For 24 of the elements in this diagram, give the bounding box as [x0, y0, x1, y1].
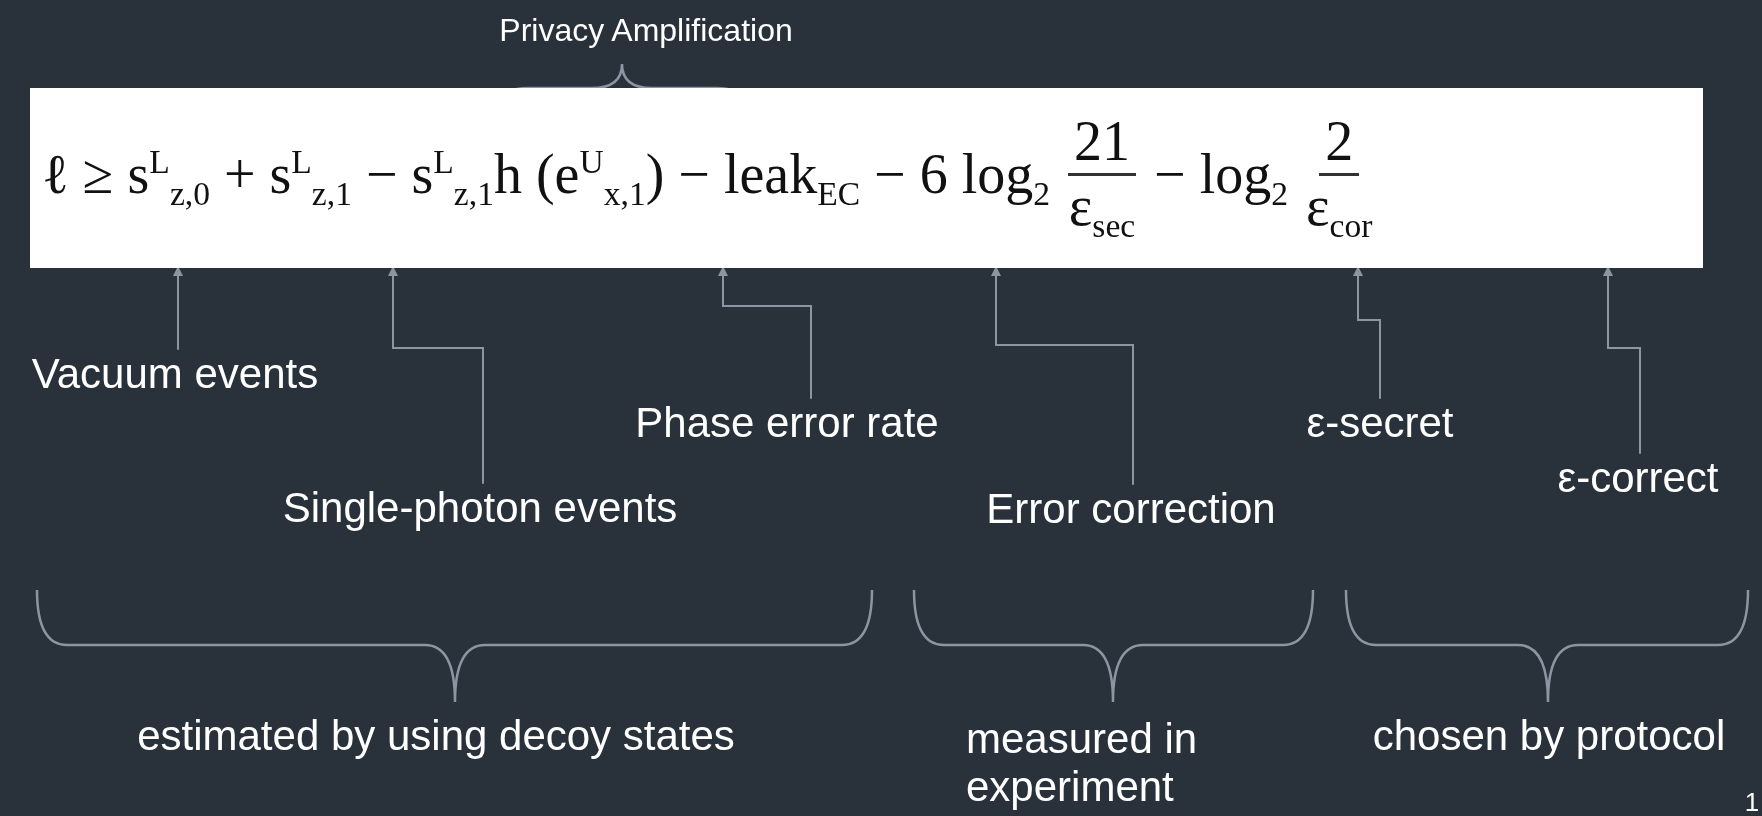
annotation-text: ε-secret [1306, 398, 1454, 448]
leader-line [991, 266, 1134, 486]
leader-line [1353, 266, 1381, 400]
group-caption: chosen by protocol [1372, 711, 1726, 761]
annotation-text: Vacuum events [31, 349, 319, 399]
annotation-text: ε-correct [1557, 453, 1719, 503]
group-caption: measured in experiment [966, 714, 1199, 812]
formula-band [30, 88, 1703, 268]
fraction-denominator: ε$_{sec}$ [1068, 175, 1136, 245]
leader-line [388, 266, 484, 485]
fraction-numerator: 2 [1319, 111, 1360, 176]
fraction-numerator: 21 [1068, 111, 1137, 176]
annotation-text: Phase error rate [635, 398, 939, 448]
annotation-text: Single-photon events [282, 483, 678, 533]
formula-text: − log$_{2}$ [1154, 142, 1288, 214]
formula-text: ℓ ≥ s$^{L}$$_{z,0}$ + s$^{L}$$_{z,1}$ − s$^{L}$$_{z,1}$h (e$^{U}$$_{x,1}$) − leak$_{EC}$ − 6 log$_{2}$ [42, 142, 1051, 214]
brace-caption: Privacy Amplification [499, 11, 793, 49]
page-number: 1 [1744, 788, 1760, 816]
leader-line [1603, 266, 1641, 455]
fraction-denominator: ε$_{cor}$ [1306, 175, 1373, 245]
leader-line [173, 266, 183, 351]
annotation-text: Error correction [986, 484, 1276, 534]
group-caption: estimated by using decoy states [137, 711, 735, 761]
leader-line [718, 266, 812, 400]
